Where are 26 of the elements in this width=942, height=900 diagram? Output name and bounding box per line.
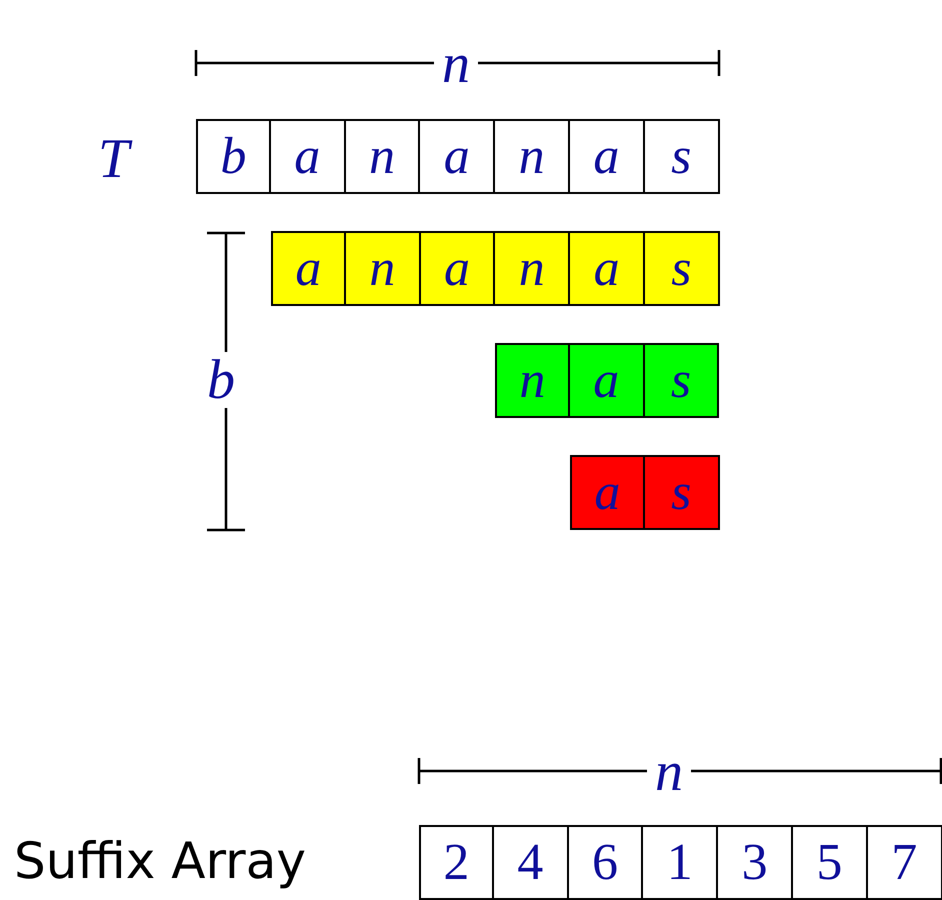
letter-cell: n [495,343,570,418]
letter-cell: a [418,231,496,306]
letter-cell: a [568,231,645,306]
letter-cell: n [344,119,420,194]
number-cell: 1 [641,825,718,900]
number-cell: 3 [716,825,793,900]
letter-cell: a [268,119,346,194]
number-cell: 5 [791,825,868,900]
letter-cell: a [271,231,346,306]
letter-cell: a [418,119,496,194]
letter-cell: s [642,119,720,194]
letter-cell: s [642,343,720,418]
letter-cell: b [196,119,271,194]
letter-cell: a [570,455,645,530]
letter-cell: s [643,231,720,306]
number-cell: 2 [419,825,494,900]
letter-cell: a [568,119,645,194]
letter-cell: a [568,343,645,418]
letter-cell: s [642,455,720,530]
number-cell: 7 [866,825,942,900]
row-label: Suffix Array [14,836,306,886]
number-cell: 6 [566,825,644,900]
number-cell: 4 [492,825,569,900]
letter-cell: n [493,231,570,306]
letter-cell: n [493,119,570,194]
letter-cell: n [344,231,421,306]
